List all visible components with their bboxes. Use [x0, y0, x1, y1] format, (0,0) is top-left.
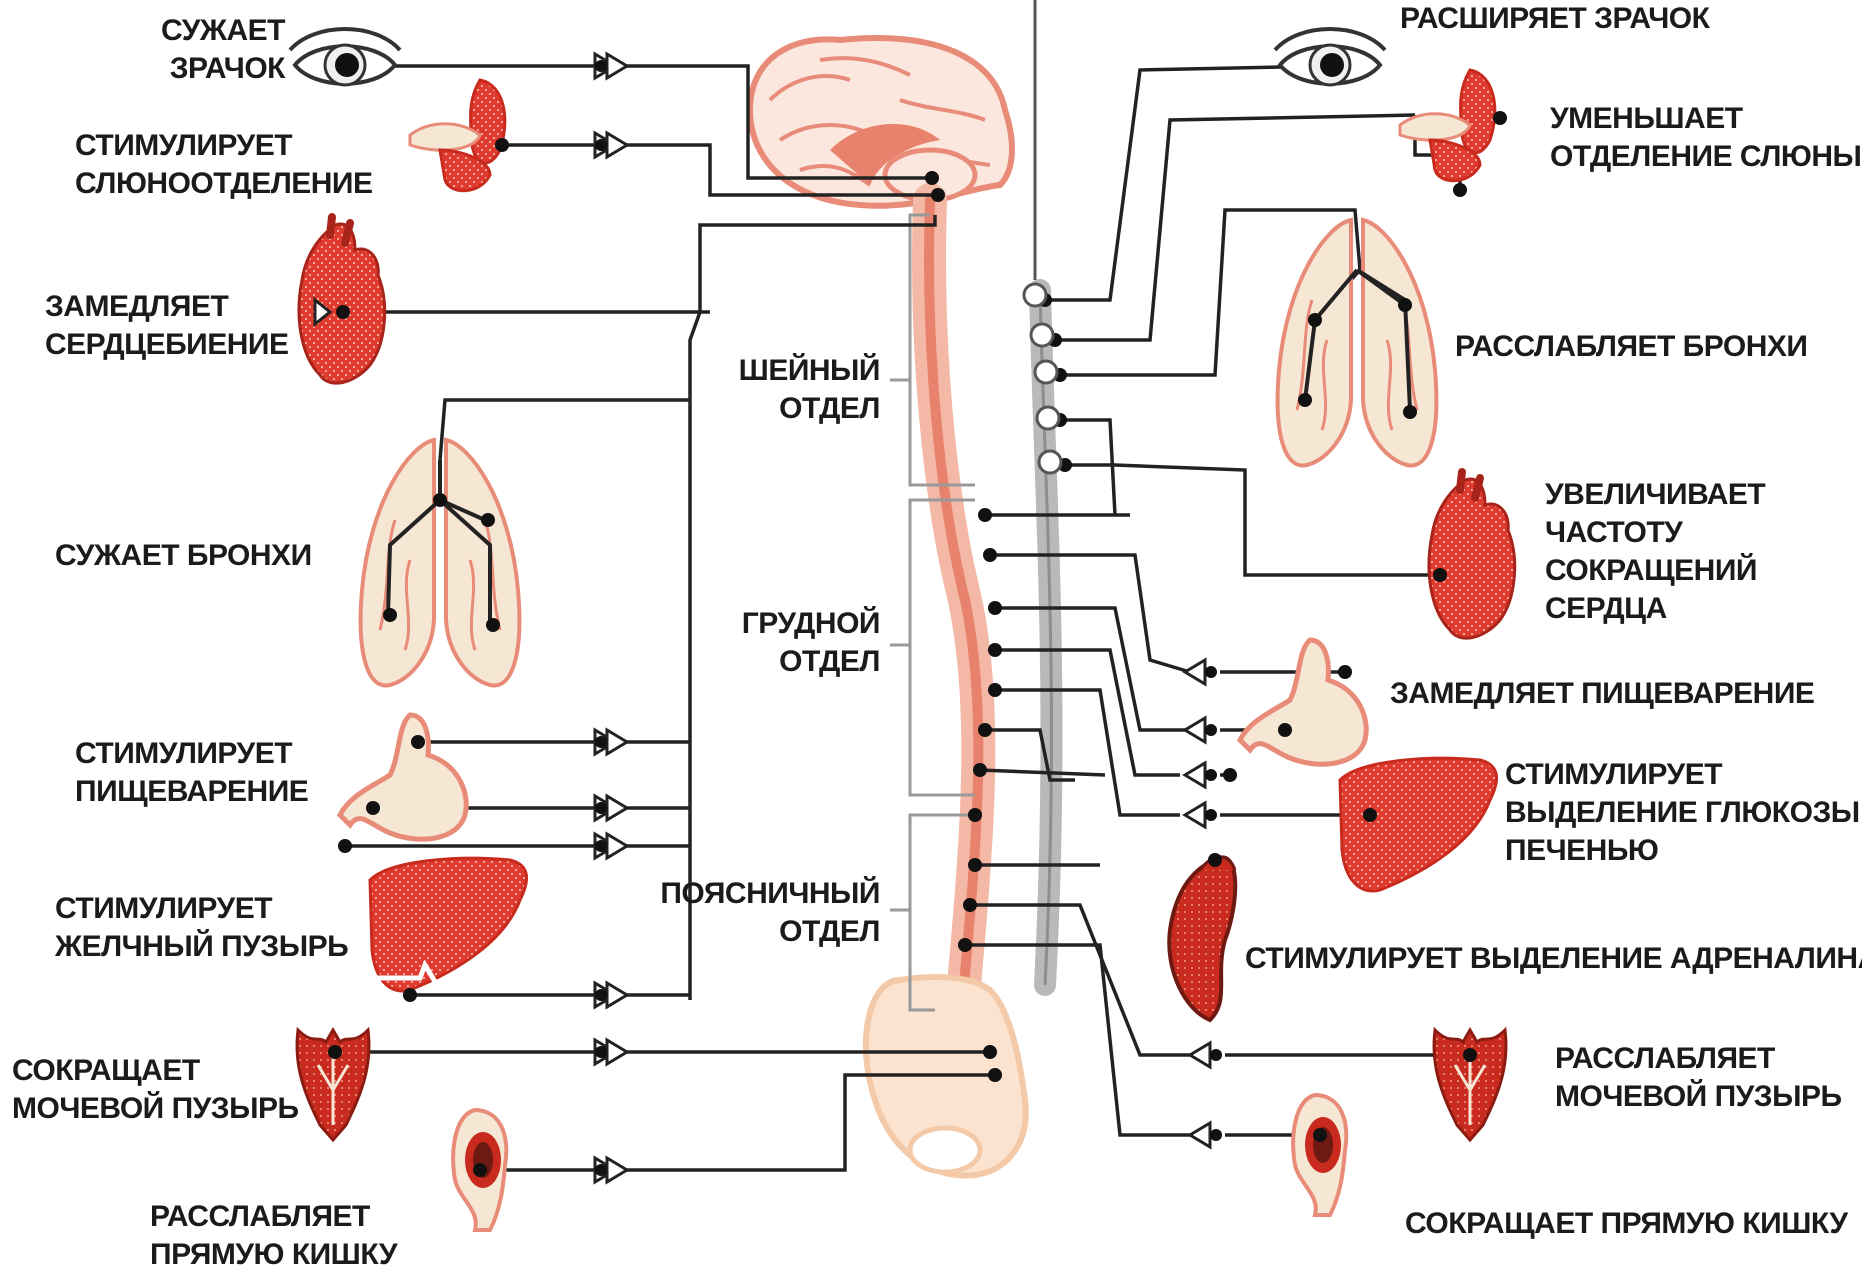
ganglion	[1185, 803, 1217, 827]
ganglion	[1190, 1043, 1222, 1067]
salivary-gland-icon	[410, 80, 505, 191]
eye-icon	[1275, 29, 1385, 85]
label-pupil-dilate: РАСШИРЯЕТ ЗРАЧОК	[1400, 0, 1709, 38]
sympathetic-chain-icon	[1035, 0, 1051, 985]
heart-icon	[299, 217, 385, 383]
ganglion	[1185, 718, 1217, 742]
label-adrenaline-release: СТИМУЛИРУЕТ ВЫДЕЛЕНИЕ АДРЕНАЛИНА	[1245, 940, 1862, 978]
ganglion	[595, 730, 627, 754]
label-bronchi-relax: РАССЛАБЛЯЕТ БРОНХИ	[1455, 328, 1807, 366]
kidney-adrenal-icon	[1169, 857, 1235, 1020]
ganglion	[1190, 1123, 1222, 1147]
ganglion	[595, 1158, 627, 1182]
eye-icon	[290, 29, 400, 85]
bladder-icon	[1434, 1030, 1506, 1140]
liver-icon	[1340, 758, 1497, 891]
brain-icon	[750, 38, 1012, 206]
ganglion	[1185, 660, 1217, 684]
stomach-icon	[340, 715, 466, 839]
lungs-icon	[1278, 220, 1437, 466]
label-digestion-slow: ЗАМЕДЛЯЕТ ПИЩЕВАРЕНИЕ	[1390, 675, 1814, 713]
ganglion	[595, 1040, 627, 1064]
heart-icon	[1429, 472, 1515, 638]
liver-icon	[370, 858, 527, 991]
ganglion	[595, 133, 627, 157]
rectum-icon	[1293, 1095, 1346, 1215]
salivary-gland-icon	[1400, 70, 1495, 181]
ganglion	[1185, 763, 1217, 787]
ganglion	[595, 834, 627, 858]
label-bronchi-constrict: СУЖАЕТ БРОНХИ	[55, 537, 312, 575]
ganglion	[595, 796, 627, 820]
stomach-icon	[1240, 640, 1366, 764]
ganglion	[595, 54, 627, 78]
label-rectum-contract: СОКРАЩАЕТ ПРЯМУЮ КИШКУ	[1405, 1205, 1848, 1243]
ganglion	[595, 983, 627, 1007]
